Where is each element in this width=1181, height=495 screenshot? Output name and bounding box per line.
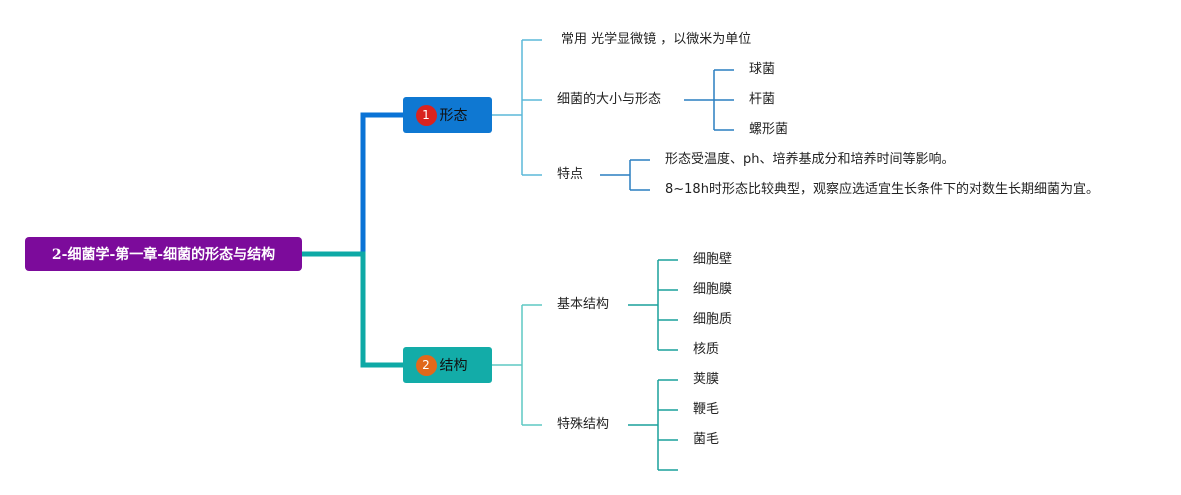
- leaf-feature-typical[interactable]: 8~18h时形态比较典型，观察应选适宜生长条件下的对数生长期细菌为宜。: [665, 182, 1099, 197]
- leaf-feature-influence[interactable]: 形态受温度、ph、培养基成分和培养时间等影响。: [665, 152, 955, 167]
- special-structure-connector: [628, 379, 678, 471]
- leaf-pilus[interactable]: 菌毛: [693, 432, 720, 447]
- size-shape-connector: [684, 69, 734, 131]
- topic-size-and-shape[interactable]: 细菌的大小与形态: [557, 92, 662, 107]
- leaf-coccus[interactable]: 球菌: [749, 62, 776, 77]
- leaf-nucleoid[interactable]: 核质: [693, 342, 720, 357]
- leaf-spirillum[interactable]: 螺形菌: [749, 122, 789, 137]
- branch-morphology[interactable]: 1 形态: [403, 97, 492, 133]
- branch-label: 结构: [439, 358, 468, 374]
- branch-2-connector: [492, 304, 542, 426]
- topic-microscope-unit[interactable]: 常用 光学显微镜 ，以微米为单位: [561, 32, 752, 47]
- leaf-capsule[interactable]: 荚膜: [693, 372, 720, 387]
- root-to-branch-1-line: [302, 112, 403, 257]
- topic-special-structure[interactable]: 特殊结构: [557, 417, 610, 432]
- root-to-branch-2-line: [302, 251, 403, 368]
- leaf-cell-wall[interactable]: 细胞壁: [693, 252, 733, 267]
- topic-features[interactable]: 特点: [557, 167, 584, 182]
- topic-basic-structure[interactable]: 基本结构: [557, 297, 610, 312]
- root-topic[interactable]: 2-细菌学-第一章-细菌的形态与结构: [25, 237, 302, 271]
- leaf-bacillus[interactable]: 杆菌: [749, 92, 776, 107]
- number-badge-1: 1: [415, 104, 437, 126]
- features-connector: [600, 159, 650, 191]
- basic-structure-connector: [628, 259, 678, 351]
- number-badge-2: 2: [415, 354, 437, 376]
- leaf-cell-membrane[interactable]: 细胞膜: [693, 282, 733, 297]
- branch-label: 形态: [439, 108, 468, 124]
- branch-structure[interactable]: 2 结构: [403, 347, 492, 383]
- branch-1-connector: [492, 39, 542, 176]
- leaf-cytoplasm[interactable]: 细胞质: [693, 312, 733, 327]
- leaf-flagellum[interactable]: 鞭毛: [693, 402, 720, 417]
